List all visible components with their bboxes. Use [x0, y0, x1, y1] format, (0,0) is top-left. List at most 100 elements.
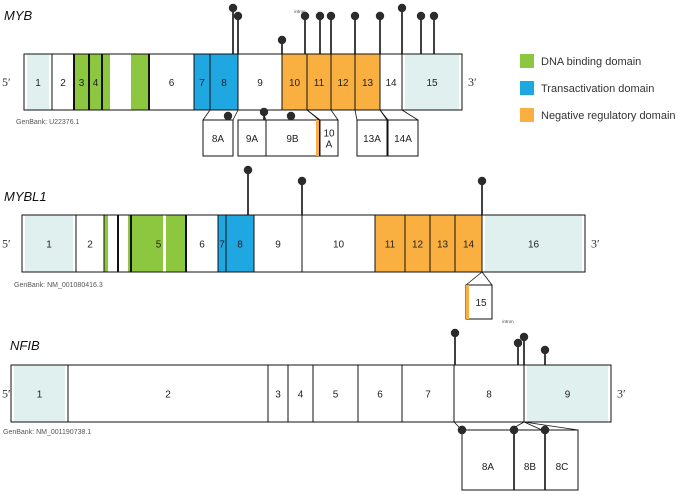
exon-label: 7 — [425, 390, 431, 401]
exon-label: 8 — [237, 240, 243, 251]
alt-exon-label: 9A — [246, 134, 259, 145]
myb-variant-lollipop — [350, 11, 360, 54]
exon-label: 5 — [333, 390, 339, 401]
alt-exon-label: 10 — [323, 129, 335, 140]
exon-fill — [405, 215, 430, 272]
myb-variant-lollipop — [223, 111, 233, 121]
myb-variant-lollipop — [233, 11, 243, 54]
exon-fill — [254, 215, 302, 272]
domain-gap — [163, 215, 166, 272]
lollipop-head — [259, 107, 269, 117]
exon-6: 6 — [148, 54, 194, 110]
alt-exon-9B: 9B — [265, 119, 320, 157]
lollipop-head — [509, 425, 519, 435]
exon-14: 14 — [379, 54, 402, 110]
myb-variant-lollipop — [277, 35, 287, 54]
lollipop-head — [513, 338, 523, 348]
exon-label: 12 — [337, 78, 349, 89]
alt-exon-box — [465, 284, 493, 320]
legend-swatch — [520, 54, 534, 68]
exon-label: 12 — [412, 240, 424, 251]
exon-fill — [405, 54, 459, 110]
five-prime-label: 5′ — [2, 237, 11, 251]
exon-label: 13 — [362, 78, 374, 89]
nfib-variant-lollipop — [450, 328, 460, 365]
exon-label: 10 — [333, 240, 345, 251]
splice-connector — [202, 109, 211, 121]
legend-item: Transactivation domain — [520, 81, 654, 95]
legend-item: DNA binding domain — [520, 54, 641, 68]
alt-exon-14A: 14A — [387, 119, 419, 157]
lollipop-head — [540, 425, 550, 435]
lollipop-head — [397, 3, 407, 13]
lollipop-head — [233, 11, 243, 21]
exon-2: 2 — [51, 54, 74, 110]
lollipop-head — [540, 345, 550, 355]
exon-fill — [52, 54, 74, 110]
exon-7: 7 — [217, 215, 226, 272]
alt-exon-label: 13A — [363, 134, 381, 145]
exon-6: 6 — [185, 215, 218, 272]
exon-fill — [375, 215, 405, 272]
exon-fill — [355, 54, 380, 110]
lollipop-head — [228, 3, 238, 13]
exon-fill — [430, 215, 455, 272]
exon-fill — [455, 215, 482, 272]
splice-connector — [465, 271, 483, 286]
exon-label: 11 — [385, 240, 396, 251]
exon-12: 12 — [330, 54, 355, 110]
exon-fill — [302, 215, 375, 272]
exon-13: 13 — [429, 215, 455, 272]
exon-fill — [25, 215, 73, 272]
exon-fill — [402, 365, 454, 422]
exon-1: 1 — [14, 365, 65, 422]
alt-exon-label: 8A — [212, 134, 225, 145]
myb-variant-lollipop — [397, 3, 407, 54]
myb-variant-lollipop — [259, 107, 269, 120]
alt-exon-10A: 10A — [319, 119, 339, 157]
exon-fill — [218, 215, 226, 272]
exon-label: 3 — [79, 78, 85, 89]
gene-name: MYBL1 — [4, 189, 47, 204]
myb-variant-lollipop — [228, 3, 238, 54]
exon-9: 9 — [523, 365, 608, 422]
five-prime-label: 5′ — [2, 75, 11, 89]
exon-label: 1 — [46, 240, 52, 251]
alt-exon-box — [319, 119, 339, 157]
alt-exon-box — [356, 119, 388, 157]
genbank-accession: GenBank: NM_001080416.3 — [14, 282, 103, 289]
exon-label: 9 — [257, 78, 263, 89]
lollipop-head — [519, 332, 529, 342]
alt-exon-box — [202, 119, 234, 157]
lollipop-head — [429, 11, 439, 21]
lollipop-head — [375, 11, 385, 21]
lollipop-head — [223, 111, 233, 121]
domain-gap — [110, 54, 131, 110]
exon-fill — [194, 54, 210, 110]
splice-connector — [481, 271, 493, 286]
exon-fill — [226, 215, 254, 272]
exon-fill — [313, 365, 358, 422]
exon-fill — [268, 365, 288, 422]
splice-connector — [379, 109, 389, 121]
lollipop-head — [286, 111, 296, 121]
gene-name: NFIB — [10, 338, 40, 353]
exon-14: 14 — [454, 215, 482, 272]
exon-2: 2 — [67, 365, 268, 422]
exon-fill — [282, 54, 307, 110]
splice-connector — [354, 109, 358, 121]
five-prime-label: 5′ — [2, 387, 11, 401]
alt-exon-8A: 8A — [202, 119, 234, 157]
lollipop-head — [315, 11, 325, 21]
exon-label: 7 — [219, 240, 225, 251]
gene-name: MYB — [4, 8, 33, 23]
alt-exon-label: 8C — [556, 462, 569, 473]
exon-fill — [149, 54, 194, 110]
exon-8: 8 — [209, 54, 238, 110]
exon-fill — [288, 365, 313, 422]
lollipop-head — [243, 165, 253, 175]
